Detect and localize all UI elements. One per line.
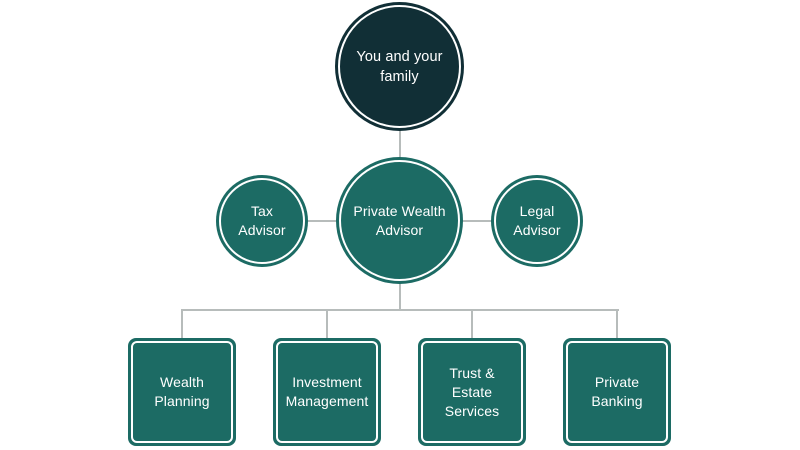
node-trust-estate-services: Trust & Estate Services bbox=[418, 338, 526, 446]
connector-to-wealth-planning bbox=[181, 309, 183, 339]
node-label: Wealth Planning bbox=[154, 374, 210, 409]
node-label: You and your family bbox=[356, 48, 443, 85]
node-you-and-your-family: You and your family bbox=[335, 2, 464, 131]
connector-advisor-down bbox=[399, 283, 401, 310]
node-tax-advisor: Tax Advisor bbox=[216, 175, 308, 267]
node-label: Legal Advisor bbox=[513, 203, 561, 238]
node-label: Trust & Estate Services bbox=[444, 364, 500, 419]
node-label: Investment Management bbox=[285, 374, 369, 409]
connector-to-trust-estate bbox=[471, 309, 473, 339]
node-label: Private Wealth Advisor bbox=[353, 202, 446, 238]
connector-to-investment-management bbox=[326, 309, 328, 339]
node-wealth-planning: Wealth Planning bbox=[128, 338, 236, 446]
node-investment-management: Investment Management bbox=[273, 338, 381, 446]
node-label: Tax Advisor bbox=[238, 203, 286, 238]
connector-to-private-banking bbox=[616, 309, 618, 339]
connector-advisor-to-legal bbox=[462, 220, 492, 222]
connector-tax-to-advisor bbox=[307, 220, 337, 222]
node-legal-advisor: Legal Advisor bbox=[491, 175, 583, 267]
node-private-wealth-advisor: Private Wealth Advisor bbox=[336, 157, 463, 284]
node-label: Private Banking bbox=[591, 374, 643, 409]
connector-root-to-advisor bbox=[399, 130, 401, 158]
connector-services-bus bbox=[181, 309, 619, 311]
node-private-banking: Private Banking bbox=[563, 338, 671, 446]
